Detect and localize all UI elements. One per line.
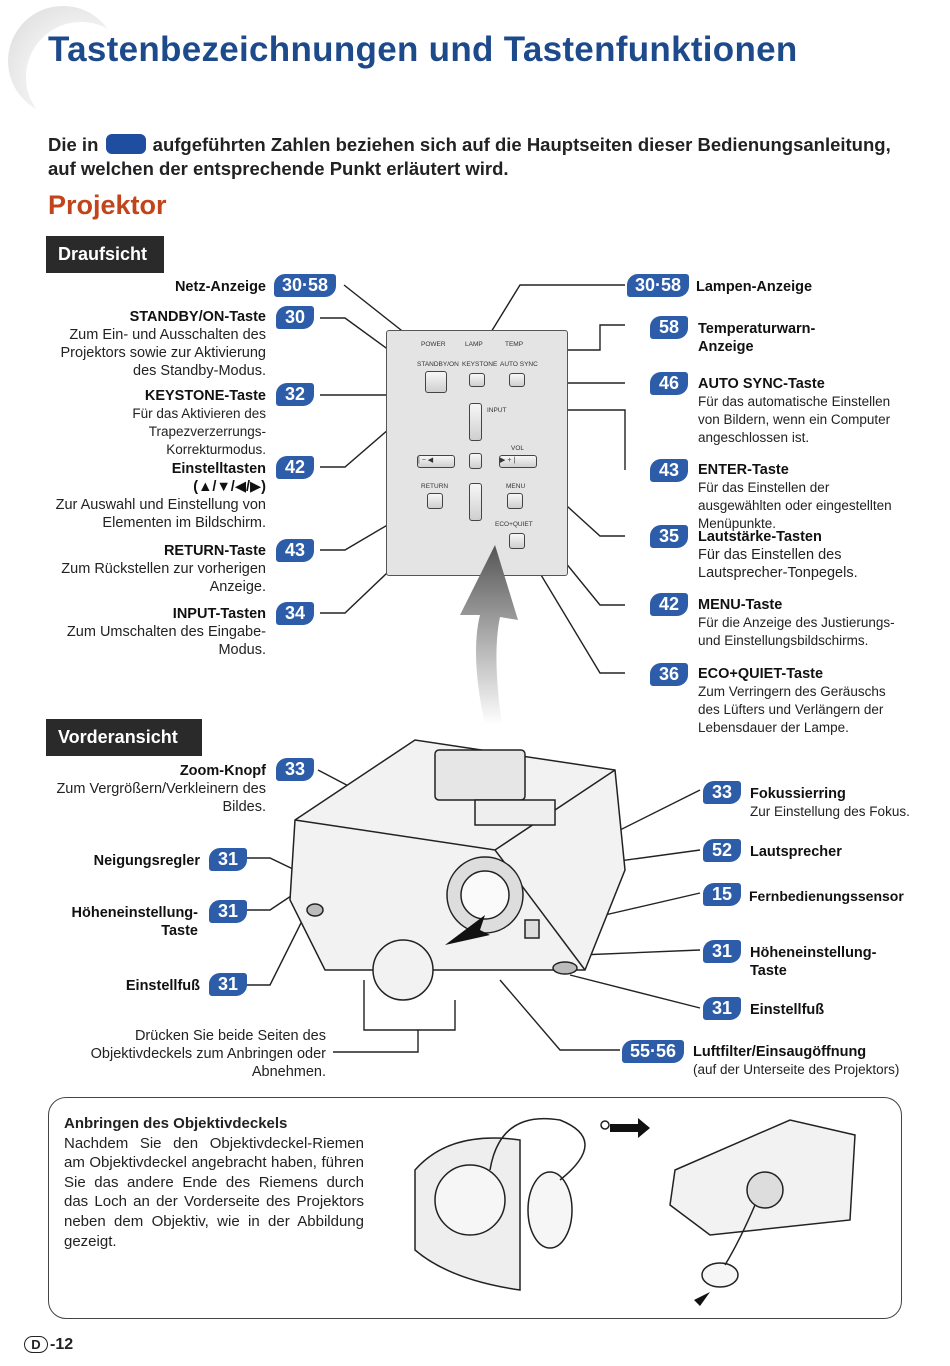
page-badge: 31 — [703, 940, 741, 963]
power-label: POWER — [421, 341, 446, 348]
page-badge: 32 — [276, 383, 314, 406]
page-badge: 33 — [703, 781, 741, 804]
footer-page: -12 — [50, 1336, 74, 1353]
eco-label: ECO+QUIET — [495, 521, 533, 528]
lens-cap-title: Anbringen des Objektivdeckels — [64, 1115, 288, 1132]
lens-cap-info-box — [48, 1097, 902, 1319]
lens-cap-illustration — [414, 1117, 856, 1306]
page-badge: 34 — [276, 602, 314, 625]
intro-text: Die in aufgeführten Zahlen beziehen sich… — [48, 133, 918, 181]
label-lampen-anzeige: Lampen-Anzeige — [696, 279, 813, 295]
label-hoeheneinstellung-left: Höheneinstellung-Taste — [71, 905, 198, 939]
page-badge: 31 — [703, 997, 741, 1020]
page-badge: 30·58 — [627, 274, 689, 297]
page-badge: 30 — [276, 306, 314, 329]
lens-cap-info-text: Anbringen des Objektivdeckels Nachdem Si… — [64, 1114, 364, 1251]
page-badge: 42 — [276, 456, 314, 479]
up-button[interactable] — [469, 403, 482, 441]
down-button[interactable] — [469, 483, 482, 521]
intro-before: Die in — [48, 134, 99, 155]
label-einstelltasten: Einstelltasten(▲/▼/◀/▶)Zur Auswahl und E… — [55, 461, 266, 531]
temp-label: TEMP — [505, 341, 524, 348]
page-badge: 31 — [209, 900, 247, 923]
page-badge: 42 — [650, 593, 688, 616]
page-badge: 15 — [703, 883, 741, 906]
page-badge: 55·56 — [622, 1040, 684, 1063]
menu-label: MENU — [506, 483, 526, 490]
page-badge: 58 — [650, 316, 688, 339]
page-footer: D-12 — [24, 1336, 73, 1354]
lamp-label: LAMP — [465, 341, 483, 348]
eco-quiet-button[interactable] — [509, 533, 525, 549]
vol-label: VOL — [511, 445, 525, 452]
top-view-label: Draufsicht — [46, 236, 164, 273]
lens-cap-note: Drücken Sie beide Seiten des Objektivdec… — [90, 1028, 326, 1080]
blue-marker-icon — [105, 134, 146, 154]
label-einstellfuss-right: Einstellfuß — [750, 1002, 825, 1018]
page-badge: 43 — [276, 539, 314, 562]
label-einstellfuss-left: Einstellfuß — [125, 978, 200, 994]
autosync-button[interactable] — [509, 373, 525, 387]
page-badge: 35 — [650, 525, 688, 548]
standby-button[interactable] — [425, 371, 447, 393]
label-temperatur: Temperaturwarn-Anzeige — [698, 321, 816, 355]
menu-button[interactable] — [507, 493, 523, 509]
keystone-label: KEYSTONE — [462, 361, 498, 368]
arrow-up-icon — [460, 545, 518, 725]
label-neigungsregler: Neigungsregler — [93, 853, 200, 869]
label-luftfilter: Luftfilter/Einsaugöffnung(auf der Unters… — [693, 1044, 900, 1077]
standby-label: STANDBY/ON — [417, 361, 459, 368]
page-badge: 31 — [209, 973, 247, 996]
return-label: RETURN — [421, 483, 449, 490]
section-heading: Projektor — [48, 190, 167, 220]
label-lautsprecher: Lautsprecher — [750, 844, 842, 860]
enter-button[interactable] — [469, 453, 482, 469]
right-button[interactable]: ▶ + | — [499, 455, 537, 468]
page-badge: 33 — [276, 758, 314, 781]
autosync-label: AUTO SYNC — [500, 361, 538, 368]
page-badge: 31 — [209, 848, 247, 871]
page-badge: 43 — [650, 459, 688, 482]
page-badge: 36 — [650, 663, 688, 686]
page-title: Tastenbezeichnungen und Tastenfunktionen — [48, 30, 798, 69]
page-badge: 52 — [703, 839, 741, 862]
footer-letter: D — [24, 1336, 48, 1353]
page-badge: 46 — [650, 372, 688, 395]
label-fernbedienungssensor: Fernbedienungssensor — [749, 888, 904, 904]
front-view-label: Vorderansicht — [46, 719, 202, 756]
projector-illustration — [289, 739, 626, 1001]
keystone-button[interactable] — [469, 373, 485, 387]
lens-cap-body: Nachdem Sie den Objektivdeckel-Riemen am… — [64, 1134, 364, 1250]
corner-mask — [26, 22, 136, 132]
page-badge: 30·58 — [274, 274, 336, 297]
input-label: INPUT — [487, 407, 507, 414]
label-hoeheneinstellung-right: Höheneinstellung-Taste — [750, 945, 877, 979]
control-panel: POWER LAMP TEMP STANDBY/ON KEYSTONE AUTO… — [386, 330, 568, 576]
label-netz-anzeige: Netz-Anzeige — [174, 279, 266, 295]
left-button[interactable]: | − ◀ — [417, 455, 455, 468]
return-button[interactable] — [427, 493, 443, 509]
intro-after: aufgeführten Zahlen beziehen sich auf di… — [48, 134, 891, 179]
